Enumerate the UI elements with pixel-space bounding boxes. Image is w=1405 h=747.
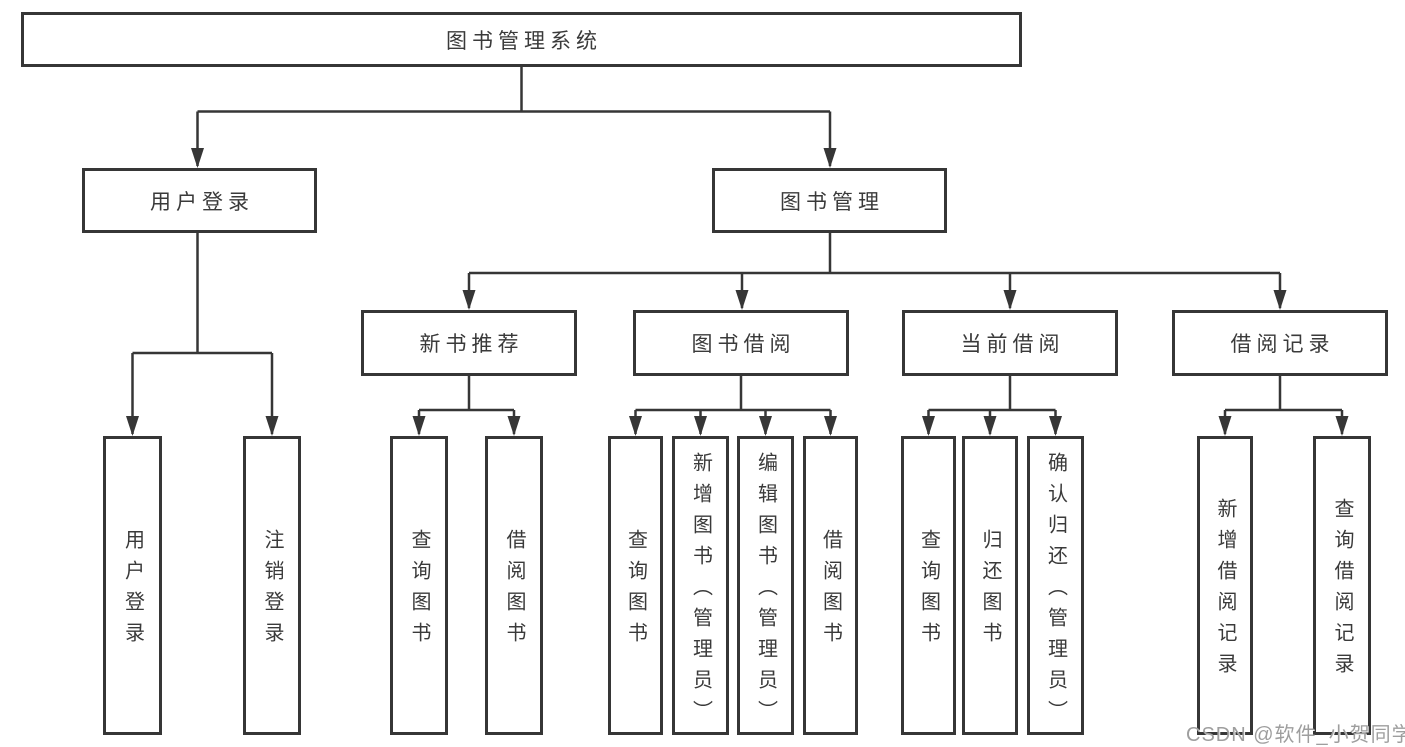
csdn-watermark: CSDN @软件_小贺同学 bbox=[1186, 724, 1405, 746]
leaf-edit-book-admin: 编辑图书（管理员） bbox=[737, 436, 794, 735]
leaf-add-book-admin: 新增图书（管理员） bbox=[672, 436, 729, 735]
leaf-borrow-book: 借阅图书 bbox=[803, 436, 858, 735]
leaf-return-book: 归还图书 bbox=[962, 436, 1018, 735]
node-user-login: 用户登录 bbox=[82, 168, 317, 233]
node-book-management: 图书管理 bbox=[712, 168, 947, 233]
node-borrow-record: 借阅记录 bbox=[1172, 310, 1388, 376]
node-book-borrow: 图书借阅 bbox=[633, 310, 849, 376]
leaf-query-borrow-record: 查询借阅记录 bbox=[1313, 436, 1371, 735]
node-new-book-recommend: 新书推荐 bbox=[361, 310, 577, 376]
leaf-logout: 注销登录 bbox=[243, 436, 301, 735]
leaf-borrow-book-recommend: 借阅图书 bbox=[485, 436, 543, 735]
leaf-confirm-return-admin: 确认归还（管理员） bbox=[1027, 436, 1084, 735]
node-current-borrow: 当前借阅 bbox=[902, 310, 1118, 376]
leaf-add-borrow-record: 新增借阅记录 bbox=[1197, 436, 1253, 735]
leaf-query-book-borrow: 查询图书 bbox=[608, 436, 663, 735]
node-root: 图书管理系统 bbox=[21, 12, 1022, 67]
leaf-user-login: 用户登录 bbox=[103, 436, 162, 735]
leaf-query-current-borrow: 查询图书 bbox=[901, 436, 956, 735]
leaf-query-book-recommend: 查询图书 bbox=[390, 436, 448, 735]
